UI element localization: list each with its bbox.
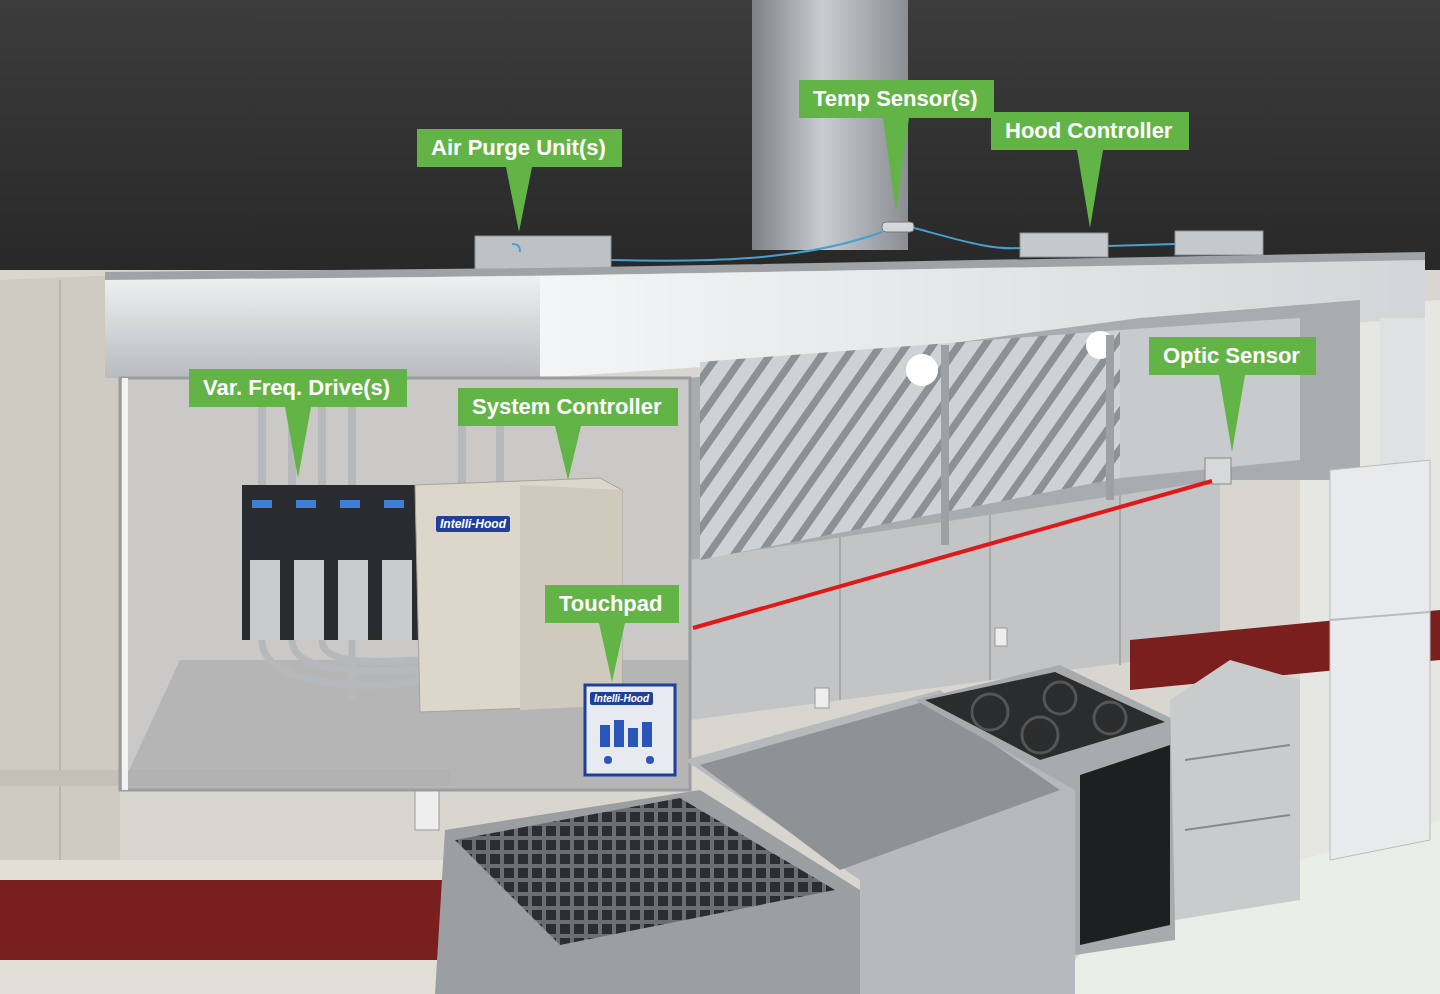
callout-pointer (599, 623, 625, 682)
callout-text: Optic Sensor (1163, 343, 1300, 368)
brand-badge: Intelli-Hood (590, 692, 653, 705)
hood-controller-box (1175, 231, 1263, 255)
outlet (415, 790, 439, 830)
vfd-units (242, 485, 418, 640)
callout-text: System Controller (472, 394, 662, 419)
brand-badge: Intelli-Hood (436, 516, 510, 532)
callout-pointer (285, 407, 311, 478)
air-purge-unit (475, 236, 611, 272)
callout-text: Hood Controller (1005, 118, 1172, 143)
touchpad-panel (585, 685, 675, 775)
temp-sensor (882, 222, 914, 232)
callout-pointer (555, 426, 581, 480)
air-purge-callout: Air Purge Unit(s) (417, 129, 622, 167)
callout-text: Var. Freq. Drive(s) (203, 375, 390, 400)
system-controller-callout: System Controller (458, 388, 678, 426)
temp-sensor-callout: Temp Sensor(s) (799, 80, 994, 118)
touchpad-callout: Touchpad (545, 585, 679, 623)
optic-sensor-callout: Optic Sensor (1149, 337, 1316, 375)
optic-beam (693, 481, 1212, 628)
callout-pointer (506, 167, 532, 232)
callout-text: Air Purge Unit(s) (431, 135, 606, 160)
callout-pointer (1077, 150, 1103, 228)
hood-controller-box (1020, 233, 1108, 257)
hood-controller-callout: Hood Controller (991, 112, 1189, 150)
callout-pointer (883, 118, 909, 212)
callout-text: Temp Sensor(s) (813, 86, 978, 111)
callout-text: Touchpad (559, 591, 662, 616)
vfd-callout: Var. Freq. Drive(s) (189, 369, 407, 407)
callout-pointer (1219, 375, 1245, 452)
